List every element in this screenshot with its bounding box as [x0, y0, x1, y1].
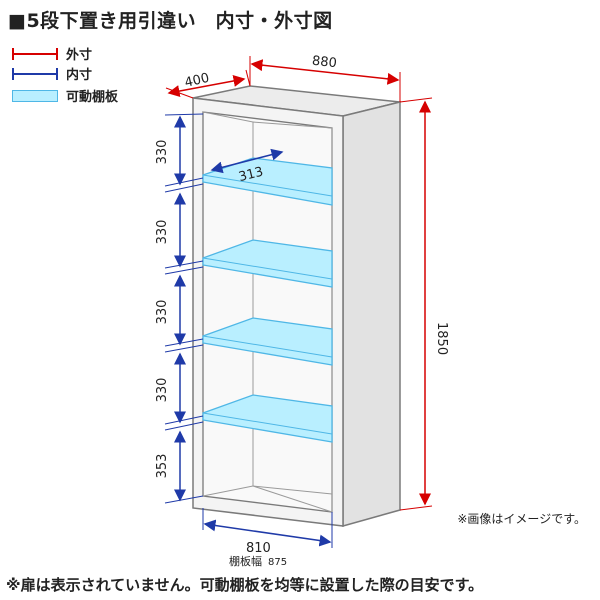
cabinet-body — [192, 85, 401, 527]
legend-outer: 外寸 — [12, 44, 92, 63]
shelf-2 — [202, 239, 333, 288]
compartment-4-label: 330 — [155, 378, 170, 403]
inner-depth-dimension: 313 — [210, 148, 284, 186]
legend-shelf-label: 可動棚板 — [66, 90, 119, 105]
outer-height-label: 1850 — [434, 322, 449, 355]
legend-outer-label: 外寸 — [66, 48, 93, 63]
compartment-2-label: 330 — [155, 220, 170, 245]
shelf-width-value: 875 — [268, 557, 287, 568]
shelf-4 — [202, 394, 333, 443]
compartment-5-label: 353 — [155, 454, 170, 479]
legend-shelf: 可動棚板 — [12, 86, 118, 105]
blue-dimension-line-icon — [12, 67, 58, 80]
legend-inner-label: 内寸 — [66, 68, 93, 83]
outer-width-dimension: 880 — [249, 54, 401, 102]
door-disclaimer: ※扉は表示されていません。可動棚板を均等に設置した際の目安です。 — [6, 576, 484, 594]
legend-inner: 内寸 — [12, 64, 92, 83]
image-disclaimer: ※画像はイメージです。 — [457, 512, 586, 526]
red-dimension-line-icon — [12, 47, 58, 60]
outer-height-dimension: 1850 — [399, 97, 449, 511]
shelf-swatch-icon — [12, 89, 58, 102]
outer-width-label: 880 — [311, 54, 337, 72]
inner-width-dimension: 810 棚板幅 875 — [202, 508, 333, 568]
compartment-1-label: 330 — [155, 140, 170, 165]
inner-depth-label: 313 — [237, 165, 265, 186]
compartment-3-label: 330 — [155, 300, 170, 325]
outer-depth-label: 400 — [183, 71, 211, 91]
inner-height-dimensions: 330 330 330 330 353 — [155, 113, 204, 504]
inner-width-label: 810 — [246, 541, 271, 556]
outer-depth-dimension: 400 — [165, 69, 251, 99]
diagram-title: ■5段下置き用引違い 内寸・外寸図 — [8, 10, 333, 32]
shelf-3 — [202, 317, 333, 366]
shelf-width-caption: 棚板幅 — [229, 554, 262, 568]
